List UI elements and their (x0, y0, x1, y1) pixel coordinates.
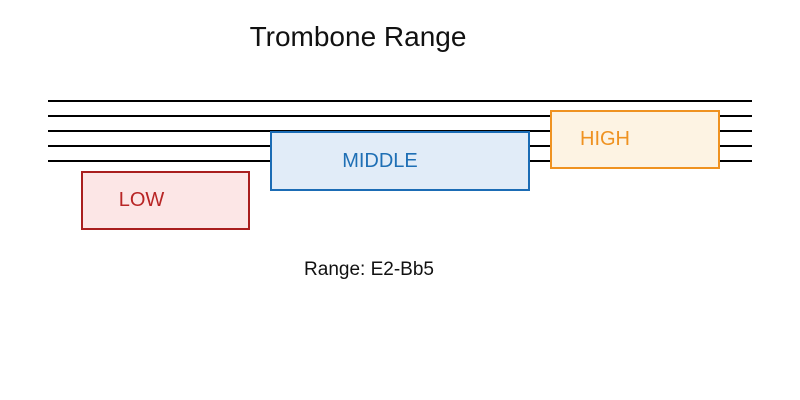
range-box-middle: MIDDLE (270, 131, 530, 191)
range-box-middle-label: MIDDLE (342, 149, 418, 172)
range-caption: Range: E2-Bb5 (304, 259, 434, 280)
figure-title: Trombone Range (249, 21, 467, 52)
staff-line-2 (48, 115, 752, 117)
range-box-low-label: LOW (118, 189, 165, 211)
range-box-high-label: HIGH (580, 128, 630, 150)
range-box-low: LOW (81, 171, 250, 230)
range-box-high: HIGH (550, 110, 720, 169)
staff-line-1 (48, 100, 752, 102)
